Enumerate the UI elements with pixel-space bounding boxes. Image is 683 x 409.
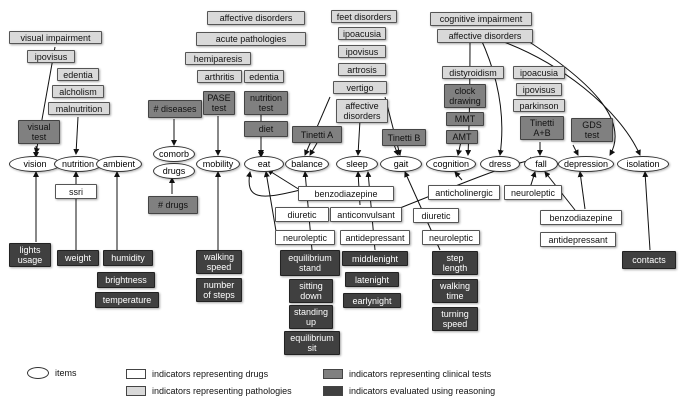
legend-pathologies-label: indicators representing pathologies (152, 386, 292, 396)
pathology-vertigo: vertigo (333, 81, 387, 94)
clinical-pase-test: PASE test (203, 91, 235, 115)
reasoning-weight: weight (57, 250, 99, 266)
reasoning-brightness: brightness (97, 272, 155, 288)
pathology-affective-disorders: affective disorders (207, 11, 305, 25)
item-isolation: isolation (617, 156, 669, 172)
drug-neuroleptic-fall: neuroleptic (504, 185, 562, 200)
clinical-mmt: MMT (446, 112, 484, 126)
drug-benzodiazepine: benzodiazepine (298, 186, 394, 201)
reasoning-contacts: contacts (622, 251, 676, 269)
legend-pathologies-swatch (126, 386, 146, 396)
reasoning-lights-usage: lights usage (9, 243, 51, 267)
reasoning-walking-speed: walking speed (196, 250, 242, 274)
drug-diuretic-gait: diuretic (413, 208, 459, 223)
reasoning-equilibrium-stand: equilibrium stand (280, 250, 340, 276)
reasoning-earlynight: earlynight (343, 293, 401, 308)
reasoning-standing-up: standing up (289, 305, 333, 329)
drug-antidepressant: antidepressant (340, 230, 410, 245)
pathology-edentia-mid: edentia (244, 70, 284, 83)
clinical-tinetti-b: Tinetti B (382, 129, 426, 146)
clinical-visual-test: visual test (18, 120, 60, 144)
pathology-edentia: edentia (57, 68, 99, 81)
item-cognition: cognition (426, 156, 476, 172)
drug-neuroleptic: neuroleptic (275, 230, 335, 245)
pathology-visual-impairment: visual impairment (9, 31, 102, 44)
legend-clinical-label: indicators representing clinical tests (349, 369, 492, 379)
pathology-arthritis: arthritis (197, 70, 242, 83)
reasoning-walking-time: walking time (432, 279, 478, 303)
item-comorb: comorb (153, 146, 195, 162)
drug-ssri: ssri (55, 184, 97, 199)
pathology-cognitive-impairment: cognitive impairment (430, 12, 532, 26)
reasoning-middlenight: middlenight (342, 251, 408, 266)
legend-items-label: items (55, 368, 77, 378)
item-ambient: ambient (96, 156, 142, 172)
reasoning-temperature: temperature (95, 292, 159, 308)
drug-antidepressant-right: antidepressant (540, 232, 616, 247)
reasoning-step-length: step length (432, 251, 478, 275)
clinical-nutrition-test: nutrition test (244, 91, 288, 115)
pathology-affective-disorders-sleep: affective disorders (336, 99, 388, 123)
drug-neuroleptic-gait: neuroleptic (422, 230, 480, 245)
item-balance: balance (285, 156, 329, 172)
clinical-tinetti-a: Tinetti A (292, 126, 342, 143)
drug-benzodiazepine-right: benzodiazepine (540, 210, 622, 225)
legend-reasoning-swatch (323, 386, 343, 396)
item-gait: gait (380, 156, 422, 172)
item-eat: eat (244, 156, 284, 172)
reasoning-humidity: humidity (103, 250, 153, 266)
item-nutrition: nutrition (54, 156, 102, 172)
legend-item-swatch (27, 367, 49, 379)
pathology-acute-pathologies: acute pathologies (196, 32, 306, 46)
pathology-ipoacusia: ipoacusia (338, 27, 386, 40)
item-depression: depression (558, 156, 614, 172)
legend-reasoning-label: indicators evaluated using reasoning (349, 386, 496, 396)
item-mobility: mobility (196, 156, 240, 172)
item-sleep: sleep (336, 156, 378, 172)
clinical-num-diseases: # diseases (148, 100, 202, 118)
pathology-parkinson: parkinson (513, 99, 565, 112)
drug-anticonvulsant: anticonvulsant (330, 207, 402, 222)
legend-clinical-swatch (323, 369, 343, 379)
reasoning-equilibrium-sit: equilibrium sit (284, 331, 340, 355)
legend-drugs-label: indicators representing drugs (152, 369, 269, 379)
clinical-num-drugs: # drugs (148, 196, 198, 214)
pathology-feet-disorders: feet disorders (331, 10, 397, 23)
reasoning-turning-speed: turning speed (432, 307, 478, 331)
pathology-ipovisus-mid: ipovisus (338, 45, 386, 58)
pathology-affective-disorders-right: affective disorders (437, 29, 533, 43)
pathology-alcholism: alcholism (52, 85, 104, 98)
item-drugs: drugs (153, 163, 195, 179)
pathology-ipoacusia-right: ipoacusia (513, 66, 565, 79)
clinical-gds-test: GDS test (571, 118, 613, 142)
reasoning-sitting-down: sitting down (289, 279, 333, 303)
pathology-ipovisus: ipovisus (27, 50, 75, 63)
pathology-artrosis: artrosis (338, 63, 386, 76)
item-dress: dress (480, 156, 520, 172)
pathology-ipovisus-right: ipovisus (516, 83, 562, 96)
reasoning-number-of-steps: number of steps (196, 278, 242, 302)
reasoning-latenight: latenight (345, 272, 399, 287)
clinical-clock-drawing: clock drawing (444, 84, 486, 108)
drug-anticholinergic: anticholinergic (428, 185, 500, 200)
pathology-distyroidism: distyroidism (442, 66, 504, 79)
legend-drugs-swatch (126, 369, 146, 379)
item-fall: fall (524, 156, 558, 172)
clinical-amt: AMT (446, 130, 478, 144)
drug-diuretic: diuretic (275, 207, 329, 222)
clinical-tinetti-ab: Tinetti A+B (520, 116, 564, 140)
pathology-hemiparesis: hemiparesis (185, 52, 251, 65)
clinical-diet: diet (244, 121, 288, 137)
pathology-malnutrition: malnutrition (48, 102, 110, 115)
